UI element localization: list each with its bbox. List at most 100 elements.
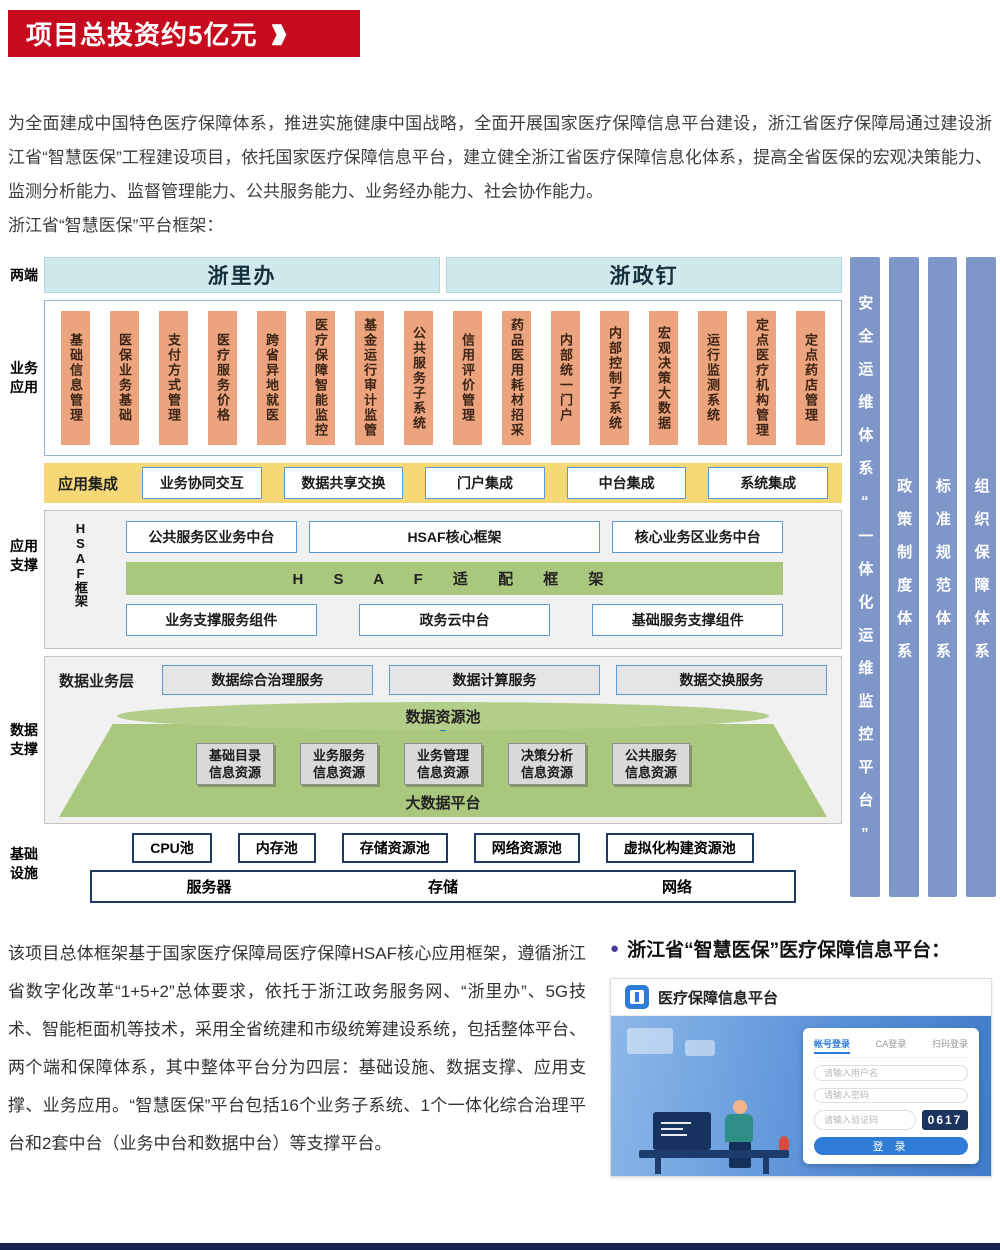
pillar-bar: 安全运维体系“一体化运维监控平台” bbox=[850, 257, 880, 897]
login-card: 帐号登录 CA登录 扫码登录 0617 登 录 bbox=[803, 1028, 979, 1164]
end-box: 浙里办 bbox=[44, 257, 440, 293]
screenshot-header: 医疗保障信息平台 bbox=[611, 979, 991, 1016]
business-app-box: 跨省异地就医 bbox=[257, 311, 286, 445]
info-resource-box: 基础目录 信息资源 bbox=[195, 743, 274, 785]
data-resource-pool: 数据资源池 bbox=[117, 702, 769, 730]
business-app-box: 支付方式管理 bbox=[159, 311, 188, 445]
end-box: 浙政钉 bbox=[446, 257, 842, 293]
hsaf-gov-cloud-box: 政务云中台 bbox=[359, 604, 550, 636]
business-apps-row: 基础信息管理医保业务基础支付方式管理医疗服务价格跨省异地就医医疗保障智能监控基金… bbox=[44, 300, 842, 456]
layer-label-ends: 两端 bbox=[10, 266, 38, 283]
project-description: 该项目总体框架基于国家医疗保障局医疗保障HSAF核心应用框架，遵循浙江省数字化改… bbox=[8, 944, 586, 1153]
platform-logo-icon bbox=[625, 985, 649, 1009]
hardware-cell: 网络 bbox=[661, 879, 692, 896]
resource-pools-row: CPU池内存池存储资源池网络资源池虚拟化构建资源池 bbox=[44, 833, 842, 863]
integration-box: 数据共享交换 bbox=[283, 467, 404, 499]
business-app-box: 内部控制子系统 bbox=[600, 311, 629, 445]
bottom-section: 该项目总体框架基于国家医疗保障局医疗保障HSAF核心应用框架，遵循浙江省数字化改… bbox=[8, 935, 992, 1177]
hsaf-base-support-box: 基础服务支撑组件 bbox=[592, 604, 783, 636]
integration-row: 应用集成 业务协同交互数据共享交换门户集成中台集成系统集成 bbox=[44, 463, 842, 503]
hsaf-core-frame-box: HSAF核心框架 bbox=[308, 521, 601, 553]
hsaf-frame-box: HSAF框架 公共服务区业务中台 HSAF核心框架 核心业务区业务中台 H S … bbox=[44, 510, 842, 649]
pillar-bar: 组织保障体系 bbox=[966, 257, 996, 897]
integration-box: 门户集成 bbox=[425, 467, 545, 499]
hsaf-adapter-bar: H S A F 适 配 框 架 bbox=[126, 562, 783, 595]
intro-paragraph: 为全面建成中国特色医疗保障体系，推进实施健康中国战略，全面开展国家医疗保障信息平… bbox=[8, 114, 992, 201]
resource-pool-box: 内存池 bbox=[237, 833, 316, 863]
tab-ca-login[interactable]: CA登录 bbox=[875, 1039, 907, 1049]
integration-items: 业务协同交互数据共享交换门户集成中台集成系统集成 bbox=[142, 467, 828, 499]
monitor-illustration bbox=[653, 1112, 711, 1150]
layer-ends: 两端 浙里办浙政钉 bbox=[4, 257, 842, 293]
person-illustration bbox=[733, 1100, 747, 1114]
data-services-row: 数据业务层 数据综合治理服务数据计算服务数据交换服务 bbox=[59, 665, 828, 695]
bigdata-platform: 基础目录 信息资源业务服务 信息资源业务管理 信息资源决策分析 信息资源公共服务… bbox=[59, 724, 827, 817]
platform-heading-text: 浙江省“智慧医保”医疗保障信息平台： bbox=[627, 940, 951, 961]
business-app-box: 公共服务子系统 bbox=[404, 311, 433, 445]
hardware-cell: 服务器 bbox=[186, 879, 232, 896]
integration-box: 中台集成 bbox=[566, 467, 687, 499]
floating-card-shape bbox=[627, 1028, 673, 1054]
business-app-box: 定点医疗机构管理 bbox=[747, 311, 776, 445]
password-input[interactable] bbox=[814, 1087, 968, 1103]
login-button[interactable]: 登 录 bbox=[814, 1137, 968, 1155]
pillar-bar: 标准规范体系 bbox=[927, 257, 958, 897]
business-app-box: 基础信息管理 bbox=[61, 311, 90, 445]
integration-label: 应用集成 bbox=[58, 475, 119, 493]
info-resource-box: 业务管理 信息资源 bbox=[403, 743, 482, 785]
business-app-box: 宏观决策大数据 bbox=[649, 311, 678, 445]
platform-title: 医疗保障信息平台 bbox=[658, 989, 779, 1007]
footer-bar bbox=[0, 1243, 1000, 1250]
business-app-box: 药品医用耗材招采 bbox=[502, 311, 531, 445]
layer-label-business: 业务应用 bbox=[10, 360, 38, 395]
diagram-main: 两端 浙里办浙政钉 业务应用 基础信息管理医保业务基础支付方式管理医疗服务价格跨… bbox=[4, 257, 842, 903]
resource-pool-box: 存储资源池 bbox=[341, 833, 448, 863]
business-app-box: 信用评价管理 bbox=[453, 311, 482, 445]
username-input[interactable] bbox=[814, 1065, 968, 1081]
info-resource-box: 业务服务 信息资源 bbox=[299, 743, 378, 785]
business-app-box: 内部统一门户 bbox=[551, 311, 580, 445]
platform-heading: ● 浙江省“智慧医保”医疗保障信息平台： bbox=[610, 935, 992, 962]
pillar-bar: 政策制度体系 bbox=[888, 257, 919, 897]
data-business-layer-label: 数据业务层 bbox=[59, 672, 135, 690]
info-resource-box: 决策分析 信息资源 bbox=[508, 743, 587, 785]
tab-qr-login[interactable]: 扫码登录 bbox=[931, 1039, 968, 1049]
login-tabs: 帐号登录 CA登录 扫码登录 bbox=[814, 1037, 968, 1058]
ends-row: 浙里办浙政钉 bbox=[44, 257, 842, 293]
hardware-row: 服务器存储网络 bbox=[90, 870, 796, 903]
layer-data-support: 数据支撑 数据业务层 数据综合治理服务数据计算服务数据交换服务 数据资源池 bbox=[4, 656, 842, 824]
tab-account-login[interactable]: 帐号登录 bbox=[814, 1037, 851, 1054]
resource-pool-box: CPU池 bbox=[132, 833, 212, 863]
hsaf-business-support-box: 业务支撑服务组件 bbox=[126, 604, 317, 636]
business-app-box: 基金运行审计监管 bbox=[355, 311, 384, 445]
desk-illustration bbox=[639, 1150, 789, 1158]
platform-framework-diagram: 两端 浙里办浙政钉 业务应用 基础信息管理医保业务基础支付方式管理医疗服务价格跨… bbox=[4, 257, 996, 903]
data-service-box: 数据综合治理服务 bbox=[162, 665, 374, 695]
business-app-box: 医保业务基础 bbox=[110, 311, 139, 445]
captcha-input[interactable] bbox=[814, 1110, 916, 1130]
captcha-code[interactable]: 0617 bbox=[922, 1110, 968, 1130]
hsaf-public-service-box: 公共服务区业务中台 bbox=[126, 521, 297, 553]
bullet-icon: ● bbox=[610, 940, 620, 957]
layer-label-infrastructure: 基础设施 bbox=[10, 846, 38, 881]
layer-infrastructure: 基础设施 CPU池内存池存储资源池网络资源池虚拟化构建资源池 服务器存储网络 bbox=[4, 831, 842, 903]
resource-pool-box: 虚拟化构建资源池 bbox=[605, 833, 754, 863]
info-resources-row: 基础目录 信息资源业务服务 信息资源业务管理 信息资源决策分析 信息资源公共服务… bbox=[59, 743, 827, 785]
integration-box: 业务协同交互 bbox=[142, 467, 262, 499]
floating-card-shape bbox=[685, 1040, 715, 1056]
layer-label-app-support: 应用支撑 bbox=[10, 538, 38, 573]
layer-label-data-support: 数据支撑 bbox=[10, 722, 38, 757]
business-app-box: 医疗保障智能监控 bbox=[306, 311, 335, 445]
data-service-box: 数据交换服务 bbox=[616, 665, 828, 695]
banner-title: 项目总投资约5亿元 bbox=[26, 20, 258, 50]
plant-illustration bbox=[779, 1136, 789, 1150]
data-service-box: 数据计算服务 bbox=[389, 665, 601, 695]
hsaf-core-business-box: 核心业务区业务中台 bbox=[612, 521, 783, 553]
business-app-box: 医疗服务价格 bbox=[208, 311, 237, 445]
bigdata-platform-label: 大数据平台 bbox=[405, 795, 481, 812]
guarantee-pillars: 安全运维体系“一体化运维监控平台” 政策制度体系标准规范体系组织保障体系 bbox=[850, 257, 996, 897]
layer-app-support: 应用支撑 应用集成 业务协同交互数据共享交换门户集成中台集成系统集成 HSAF框… bbox=[4, 463, 842, 649]
layer-business: 业务应用 基础信息管理医保业务基础支付方式管理医疗服务价格跨省异地就医医疗保障智… bbox=[4, 300, 842, 456]
hsaf-frame-label: HSAF框架 bbox=[73, 521, 88, 607]
banner-arrows-icon: 》》》 bbox=[271, 22, 297, 48]
